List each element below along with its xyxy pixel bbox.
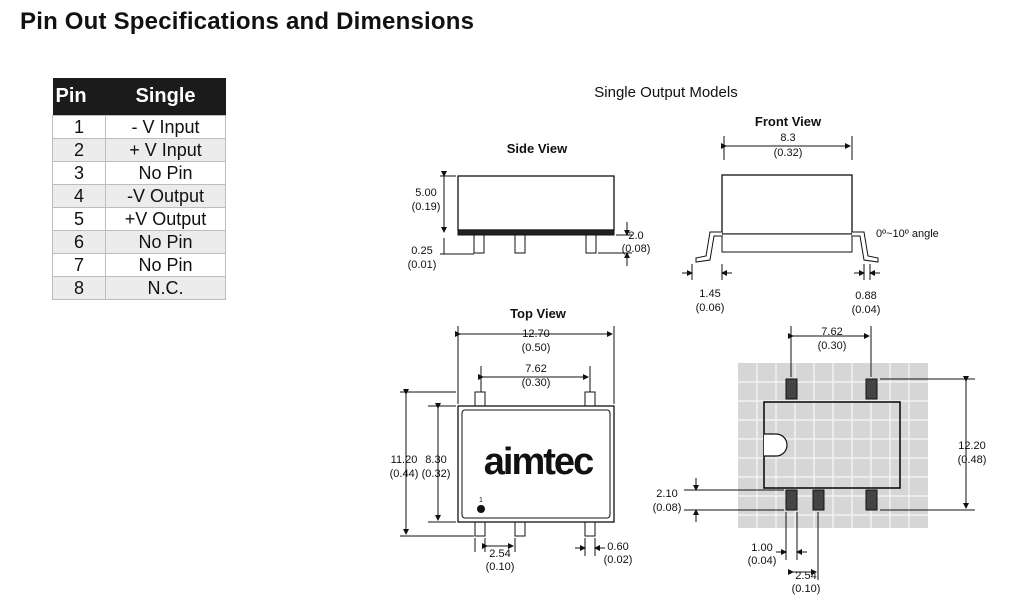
top-length-dim: 12.70 [522, 328, 550, 340]
front-lead-len-inch: (0.06) [696, 302, 725, 314]
pin1-marker: 1 [479, 497, 483, 504]
fp-pitch-dim: 2.54 [795, 570, 816, 582]
pin-column-header: Pin [52, 78, 106, 116]
side-standoff-inch: (0.01) [408, 259, 437, 271]
table-row: 1- V Input [52, 115, 226, 139]
page-title: Pin Out Specifications and Dimensions [20, 8, 475, 35]
drawings-heading: Single Output Models [594, 84, 737, 101]
front-view: Front View [682, 114, 880, 280]
fp-span-dim: 7.62 [821, 326, 842, 338]
aimtec-logo: aimtec [484, 441, 594, 483]
top-overall-h-inch: (0.44) [390, 468, 419, 480]
fp-pitch-inch: (0.10) [792, 583, 821, 595]
top-body-h-dim: 8.30 [425, 454, 446, 466]
pin-number: 4 [52, 184, 106, 208]
side-height-dim: 5.00 [415, 187, 436, 199]
pin-number: 2 [52, 138, 106, 162]
top-overall-h-dim: 11.20 [391, 454, 418, 466]
side-pin-len-inch: (0.08) [622, 243, 651, 255]
top-span-inch: (0.30) [522, 377, 551, 389]
front-width-dim: 8.3 [780, 132, 795, 144]
top-pin-w-inch: (0.02) [604, 554, 633, 566]
pin-number: 5 [52, 207, 106, 231]
table-row: 2+ V Input [52, 138, 226, 162]
pin-function: No Pin [105, 230, 226, 254]
fp-span-inch: (0.30) [818, 340, 847, 352]
single-column-header: Single [105, 78, 226, 116]
side-standoff-dim: 0.25 [411, 245, 432, 257]
fp-pad-len-inch: (0.08) [653, 502, 682, 514]
front-angle-note: 0º~10º angle [876, 228, 939, 240]
fp-height-inch: (0.48) [958, 454, 987, 466]
fp-pad-w-inch: (0.04) [748, 555, 777, 567]
front-view-label: Front View [755, 114, 822, 129]
front-width-inch: (0.32) [774, 147, 803, 159]
front-lead-thk-dim: 0.88 [855, 290, 876, 302]
pin-function: + V Input [105, 138, 226, 162]
top-pitch-dim: 2.54 [489, 548, 510, 560]
side-view: Side View [440, 141, 632, 266]
fp-pad-w-dim: 1.00 [751, 542, 772, 554]
top-body-h-inch: (0.32) [422, 468, 451, 480]
side-height-inch: (0.19) [412, 201, 441, 213]
top-view: Top View [400, 306, 615, 556]
top-span-dim: 7.62 [525, 363, 546, 375]
top-pin-w-dim: 0.60 [607, 541, 628, 553]
pin-function: -V Output [105, 184, 226, 208]
top-length-inch: (0.50) [522, 342, 551, 354]
pin-table-header: Pin Single [52, 78, 226, 116]
front-lead-thk-inch: (0.04) [852, 304, 881, 316]
pin-function: N.C. [105, 276, 226, 300]
table-row: 4-V Output [52, 184, 226, 208]
pin-function: No Pin [105, 161, 226, 185]
top-pitch-inch: (0.10) [486, 561, 515, 573]
fp-pad-len-dim: 2.10 [656, 488, 677, 500]
pin-function: - V Input [105, 115, 226, 139]
pin-function: +V Output [105, 207, 226, 231]
table-row: 5+V Output [52, 207, 226, 231]
pin1-dot [477, 505, 485, 513]
side-pin-len-dim: 2.0 [628, 230, 643, 242]
top-view-label: Top View [510, 306, 567, 321]
front-lead-len-dim: 1.45 [699, 288, 720, 300]
pin-number: 7 [52, 253, 106, 277]
pcb-footprint [684, 326, 975, 580]
side-view-label: Side View [507, 141, 568, 156]
pin-number: 8 [52, 276, 106, 300]
fp-height-dim: 12.20 [958, 440, 986, 452]
